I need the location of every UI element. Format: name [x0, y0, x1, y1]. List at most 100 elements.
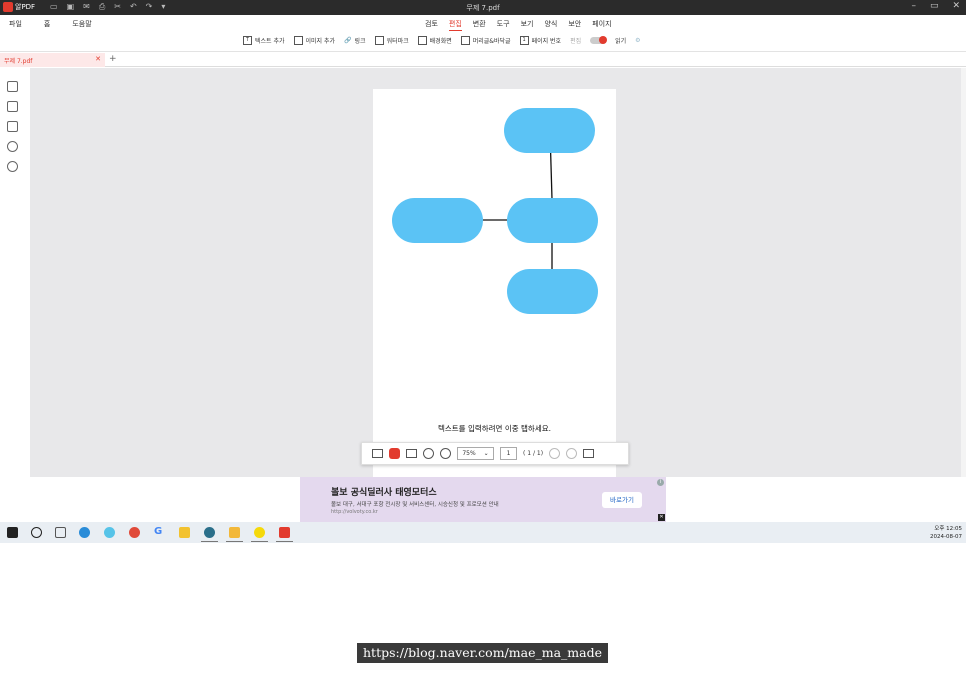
- blog-watermark: https://blog.naver.com/mae_ma_made: [357, 643, 608, 663]
- browser-app-icon[interactable]: [201, 527, 218, 542]
- top-node-shape[interactable]: [504, 108, 595, 153]
- app-name: 알PDF: [15, 3, 36, 11]
- taskbar: G 오후 12:05 2024-08-07: [0, 522, 966, 543]
- restore-icon[interactable]: ▭: [929, 1, 939, 11]
- file-explorer-icon[interactable]: [226, 527, 243, 542]
- ad-info-icon[interactable]: i: [657, 479, 664, 486]
- mail-icon[interactable]: ✉: [83, 2, 90, 11]
- edit-read-toggle[interactable]: [590, 36, 608, 44]
- read-mode-label: 읽기: [615, 38, 627, 45]
- customize-icon[interactable]: ▾: [161, 2, 166, 11]
- undo-icon[interactable]: ↶: [129, 2, 137, 11]
- watermark-button[interactable]: 워터마크: [374, 36, 409, 45]
- previous-page-icon[interactable]: [549, 448, 561, 459]
- ad-title: 볼보 공식딜러사 태영모터스: [331, 488, 437, 498]
- header-footer-button[interactable]: 머리글&바닥글: [460, 36, 511, 45]
- title-bar: 알PDF ▭ ▣ ✉ ⎙ ✂ ↶ ↷ ▾ 무제 7.pdf – ▭ ✕: [0, 0, 966, 15]
- panel-toggle-icon[interactable]: [372, 449, 383, 458]
- thumbnail-panel-icon[interactable]: [7, 81, 18, 92]
- search-icon[interactable]: [7, 161, 18, 172]
- tab-view[interactable]: 보기: [520, 20, 534, 28]
- edge-browser-icon[interactable]: [79, 527, 90, 538]
- settings-gear-icon[interactable]: ⚙: [635, 37, 641, 44]
- tab-security[interactable]: 보안: [568, 20, 582, 28]
- internet-explorer-icon[interactable]: [104, 527, 115, 538]
- search-icon[interactable]: [31, 527, 42, 538]
- page-number-icon: 1: [519, 36, 529, 45]
- chevron-down-icon: ⌄: [483, 450, 489, 457]
- comment-panel-icon[interactable]: [7, 121, 18, 132]
- tab-review[interactable]: 검토: [425, 20, 438, 28]
- pdf-page[interactable]: 텍스트를 입력하려면 이중 탭하세요.: [373, 89, 616, 477]
- text-input-hint: 텍스트를 입력하려면 이중 탭하세요.: [437, 424, 552, 433]
- document-tab-bar: 무제 7.pdf ✕ +: [0, 53, 966, 67]
- redo-icon[interactable]: ↷: [145, 2, 153, 11]
- add-image-button[interactable]: 이미지 추가: [293, 36, 335, 45]
- open-folder-icon[interactable]: ▭: [50, 2, 58, 11]
- google-icon[interactable]: G: [154, 526, 163, 537]
- menu-home[interactable]: 홈: [43, 20, 51, 28]
- attachment-icon[interactable]: [7, 141, 18, 152]
- windows-start-icon[interactable]: [7, 527, 18, 538]
- mind-map-diagram: [392, 108, 598, 314]
- sticky-notes-icon[interactable]: [179, 527, 190, 538]
- link-icon: 🔗: [344, 37, 352, 44]
- background-button[interactable]: 배경화면: [417, 36, 452, 45]
- menu-help[interactable]: 도움말: [72, 20, 92, 28]
- document-tab[interactable]: 무제 7.pdf ✕: [0, 53, 105, 67]
- save-icon[interactable]: ▣: [66, 2, 75, 11]
- app-logo: 알PDF: [3, 2, 35, 12]
- menu-bar: 파일 홈 도움말 검토 편집 변환 도구 보기 양식 보안 페이지: [0, 15, 966, 32]
- tab-convert[interactable]: 변환: [472, 20, 486, 28]
- header-footer-icon: [460, 36, 470, 45]
- ad-description: 볼보 대구, 서대구 포항 전시장 및 서비스센터, 시승신청 및 프로모션 안…: [331, 502, 499, 508]
- tab-edit[interactable]: 편집: [448, 19, 462, 31]
- tab-form[interactable]: 양식: [544, 20, 558, 28]
- center-node-shape[interactable]: [507, 198, 598, 243]
- keyboard-icon[interactable]: [583, 449, 595, 458]
- left-node-shape[interactable]: [392, 198, 483, 243]
- system-clock[interactable]: 오후 12:05 2024-08-07: [930, 525, 962, 541]
- window-title: 무제 7.pdf: [466, 4, 500, 12]
- print-icon[interactable]: ⎙: [98, 2, 106, 11]
- hand-tool-icon[interactable]: [389, 448, 400, 459]
- watermark-icon: [374, 36, 384, 45]
- zoom-select[interactable]: 75%⌄: [457, 447, 494, 460]
- clock-time: 오후 12:05: [934, 526, 962, 532]
- select-tool-icon[interactable]: [406, 449, 417, 458]
- next-page-icon[interactable]: [566, 448, 578, 459]
- text-icon: T: [243, 36, 252, 45]
- zoom-in-icon[interactable]: [440, 448, 451, 459]
- link-button[interactable]: 🔗링크: [344, 37, 366, 45]
- kakaotalk-icon[interactable]: [251, 527, 268, 542]
- menu-file[interactable]: 파일: [9, 20, 22, 28]
- scissors-icon[interactable]: ✂: [114, 2, 121, 11]
- chrome-icon[interactable]: [129, 527, 140, 538]
- ad-go-button[interactable]: 바로가기: [602, 492, 642, 508]
- window-controls: – ▭ ✕: [911, 1, 960, 11]
- quick-access-toolbar: ▭ ▣ ✉ ⎙ ✂ ↶ ↷ ▾: [50, 2, 165, 12]
- zoom-out-icon[interactable]: [423, 448, 434, 459]
- right-panel-collapse[interactable]: [961, 68, 966, 477]
- background-icon: [417, 36, 427, 45]
- ad-banner[interactable]: 볼보 공식딜러사 태영모터스 볼보 대구, 서대구 포항 전시장 및 서비스센터…: [300, 477, 666, 522]
- image-icon: [293, 36, 303, 45]
- page-input[interactable]: 1: [500, 447, 517, 460]
- new-tab-icon[interactable]: +: [109, 54, 117, 64]
- tab-tools[interactable]: 도구: [496, 20, 510, 28]
- left-sidebar: [0, 68, 30, 477]
- ad-close-icon[interactable]: ✕: [658, 514, 665, 521]
- alpdf-taskbar-icon[interactable]: [276, 527, 293, 542]
- bottom-node-shape[interactable]: [507, 269, 598, 314]
- ad-url[interactable]: http://volvoty.co.kr: [331, 509, 378, 515]
- close-window-icon[interactable]: ✕: [952, 1, 960, 11]
- clock-date: 2024-08-07: [930, 534, 962, 540]
- tab-page[interactable]: 페이지: [592, 20, 612, 28]
- bookmark-panel-icon[interactable]: [7, 101, 18, 112]
- close-tab-icon[interactable]: ✕: [95, 55, 101, 63]
- task-view-icon[interactable]: [55, 527, 66, 538]
- minimize-icon[interactable]: –: [911, 1, 916, 11]
